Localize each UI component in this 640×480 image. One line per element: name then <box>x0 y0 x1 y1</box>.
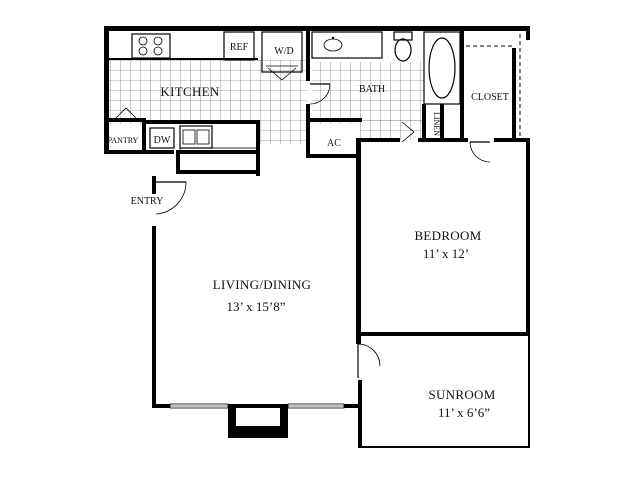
living-dining-label: LIVING/DINING <box>213 277 312 292</box>
closet-label: CLOSET <box>471 92 509 103</box>
exterior-walls <box>104 26 530 448</box>
bedroom-dimensions: 11’ x 12’ <box>423 246 469 261</box>
refrigerator: REF <box>223 31 255 61</box>
living-windows <box>169 403 345 409</box>
sunroom-label: SUNROOM <box>428 387 495 402</box>
entry-door[interactable] <box>154 181 187 215</box>
dishwasher-label: DW <box>154 135 171 146</box>
bath-tile-floor <box>312 62 424 140</box>
kitchen-sink <box>179 125 259 153</box>
closet-door[interactable] <box>469 141 491 163</box>
linen-label: LINEN <box>432 112 441 136</box>
washer-dryer: W/D <box>261 31 303 81</box>
bathtub <box>423 31 461 105</box>
ac-label: AC <box>327 138 341 149</box>
living-dining-dimensions: 13’ x 15’8” <box>227 299 286 314</box>
closet-shelf <box>466 34 521 136</box>
washer-dryer-label: W/D <box>274 46 293 57</box>
entry-label: ENTRY <box>131 196 164 207</box>
kitchen-label: KITCHEN <box>160 84 219 99</box>
sunroom-dimensions: 11’ x 6’6” <box>438 405 490 420</box>
bath-label: BATH <box>359 84 385 95</box>
bath-door[interactable] <box>309 83 331 105</box>
bedroom-label: BEDROOM <box>414 228 481 243</box>
sunroom-door[interactable] <box>357 343 381 378</box>
refrigerator-label: REF <box>230 42 249 53</box>
bath-vanity <box>311 31 383 59</box>
stove <box>131 33 171 59</box>
pantry-label: PANTRY <box>108 136 139 145</box>
linen-door[interactable] <box>401 121 415 143</box>
kitchen-tile-floor <box>108 60 308 144</box>
pantry-door <box>115 107 137 119</box>
dishwasher: DW <box>149 127 175 149</box>
toilet <box>393 31 413 62</box>
